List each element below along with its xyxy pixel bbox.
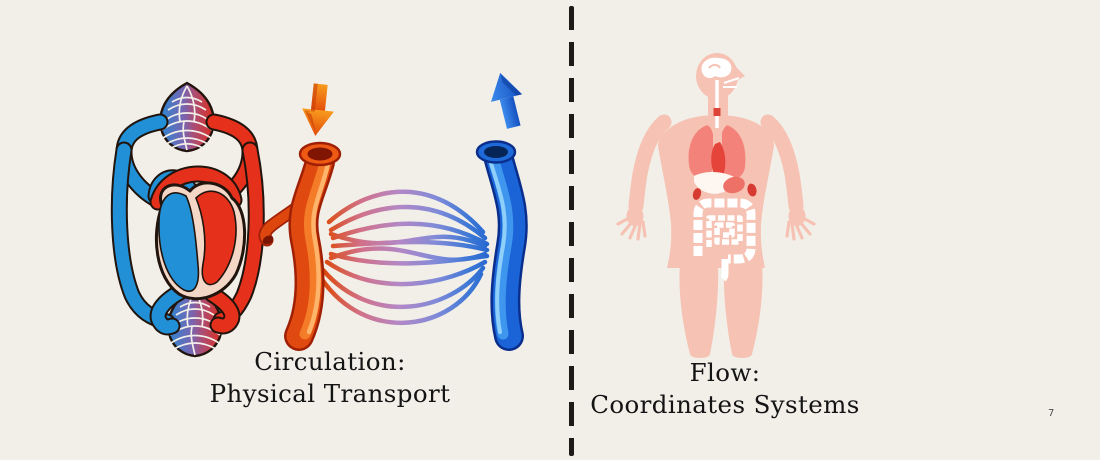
artery-tube <box>258 141 342 351</box>
artery-capillary-vein-diagram <box>258 72 528 351</box>
dashed-divider-line <box>569 6 574 456</box>
body-capillary-mesh <box>167 286 223 358</box>
right-leg <box>723 264 763 354</box>
right-kidney <box>747 183 757 197</box>
human-body-organs-illustration <box>616 53 816 358</box>
left-hand <box>616 206 647 241</box>
right-arm <box>760 114 804 214</box>
left-leg <box>679 264 719 354</box>
large-intestine <box>693 198 756 264</box>
caption-flow-line1: Flow: <box>689 358 761 387</box>
heart-illustration <box>154 181 247 301</box>
larynx <box>713 108 721 116</box>
caption-circulation-line2: Physical Transport <box>209 379 451 409</box>
left-lung <box>688 125 713 179</box>
outflow-up-arrow-icon <box>490 72 523 129</box>
caption-flow-line2: Coordinates Systems <box>590 390 860 420</box>
mouth-lines <box>723 77 740 88</box>
caption-circulation-line1: Circulation: <box>254 347 406 376</box>
heart-organ <box>711 142 726 180</box>
organs <box>688 57 757 282</box>
heart-right-side-blue <box>158 192 200 292</box>
page-number: 7 <box>1048 408 1055 419</box>
inflow-down-arrow-icon <box>302 83 334 136</box>
right-hand <box>785 206 816 241</box>
vein-tube <box>475 140 528 351</box>
caption-circulation: Circulation: Physical Transport <box>150 346 510 411</box>
left-kidney <box>692 188 702 200</box>
caption-flow: Flow: Coordinates Systems <box>545 357 905 422</box>
rectum <box>720 259 729 282</box>
double-circulation-diagram <box>110 81 265 358</box>
deoxygenated-vessels <box>110 113 189 336</box>
capillary-network <box>318 189 490 325</box>
heart-left-side-red <box>195 190 237 286</box>
lung-capillary-mesh <box>159 81 215 153</box>
brain <box>701 57 732 79</box>
left-arm <box>628 114 672 214</box>
stomach <box>723 176 745 194</box>
right-lung <box>722 125 746 180</box>
small-intestine <box>706 215 743 247</box>
